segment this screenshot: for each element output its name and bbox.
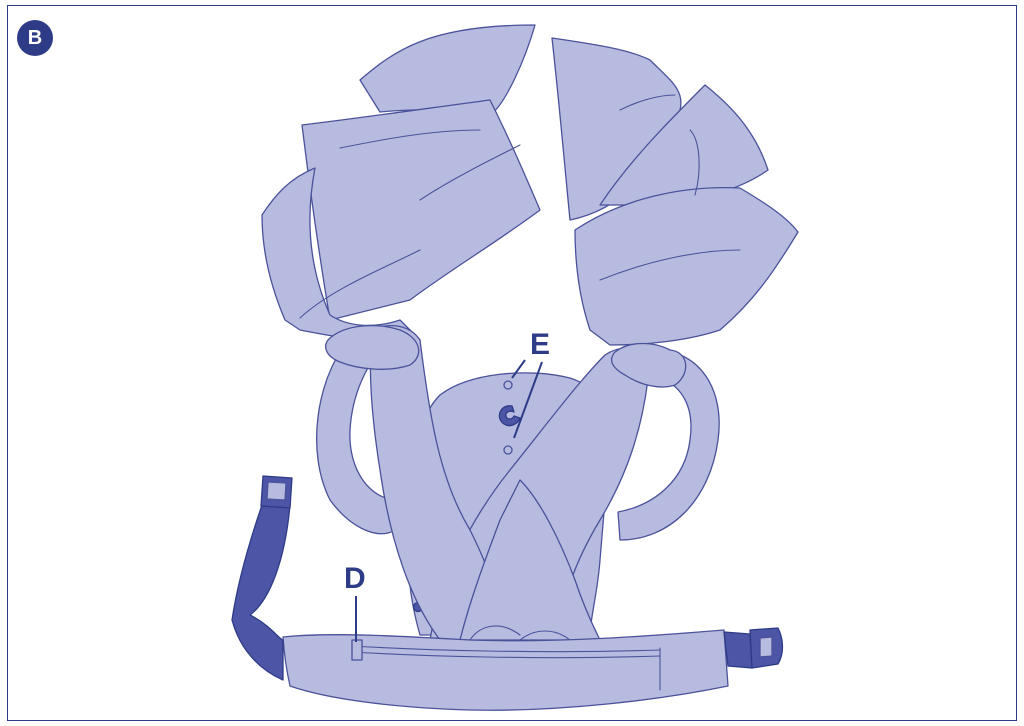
label-e: E [530,328,550,361]
waist-belt [283,630,728,710]
left-wrap-top-back [360,25,535,115]
snap-bottom [504,446,512,454]
snap-top [504,381,512,389]
right-belt-strap [724,632,752,668]
left-wrap-top-front [302,100,540,320]
zipper-pull [352,640,362,660]
left-belt-strap [232,505,290,680]
right-wrap-front [575,188,798,345]
label-d: D [344,562,366,595]
